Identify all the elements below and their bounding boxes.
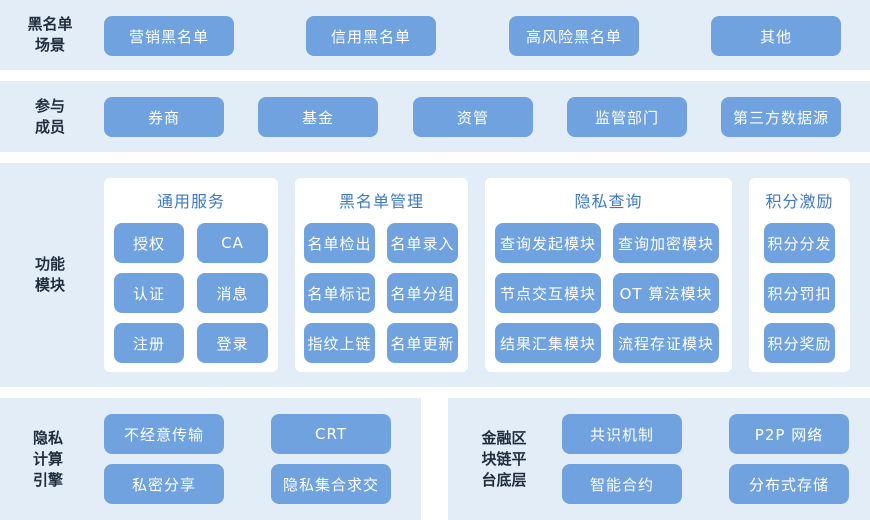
- chain-smart-contract[interactable]: 智能合约: [562, 464, 682, 504]
- scene-marketing-blacklist[interactable]: 营销黑名单: [104, 16, 234, 56]
- module-ca[interactable]: CA: [197, 223, 268, 263]
- member-row-label: 参与 成员: [34, 96, 65, 136]
- member-broker[interactable]: 券商: [104, 97, 224, 137]
- scene-other[interactable]: 其他: [711, 16, 841, 56]
- chain-p2p-network[interactable]: P2P 网络: [729, 414, 849, 454]
- module-row-label: 功能 模块: [34, 255, 65, 294]
- module-node-interaction[interactable]: 节点交互模块: [495, 273, 601, 313]
- scene-credit-blacklist[interactable]: 信用黑名单: [306, 16, 436, 56]
- module-message[interactable]: 消息: [197, 273, 268, 313]
- module-points-reward[interactable]: 积分奖励: [764, 323, 835, 363]
- module-authentication[interactable]: 认证: [114, 273, 184, 313]
- chain-distributed-storage[interactable]: 分布式存储: [729, 464, 849, 504]
- panel-private-query-title: 隐私查询: [574, 192, 643, 211]
- module-query-encryption[interactable]: 查询加密模块: [613, 223, 719, 263]
- engine-crt[interactable]: CRT: [271, 414, 391, 454]
- module-list-entry[interactable]: 名单录入: [387, 223, 458, 263]
- module-result-aggregation[interactable]: 结果汇集模块: [495, 323, 601, 363]
- panel-points-incentive-title: 积分激励: [765, 192, 834, 211]
- panel-common-services-title: 通用服务: [156, 192, 225, 211]
- module-list-grouping[interactable]: 名单分组: [387, 273, 458, 313]
- chain-base-row-label: 金融区 块链平 台底层: [481, 428, 527, 489]
- module-login[interactable]: 登录: [197, 323, 268, 363]
- module-ot-algorithm[interactable]: OT 算法模块: [613, 273, 719, 313]
- module-fingerprint-on-chain[interactable]: 指纹上链: [304, 323, 375, 363]
- member-third-party-data-source[interactable]: 第三方数据源: [721, 97, 841, 137]
- engine-private-set-intersection[interactable]: 隐私集合求交: [271, 464, 391, 504]
- module-query-initiation[interactable]: 查询发起模块: [495, 223, 601, 263]
- scene-row-label: 黑名单 场景: [27, 15, 73, 54]
- chain-consensus-mechanism[interactable]: 共识机制: [562, 414, 682, 454]
- engine-secret-sharing[interactable]: 私密分享: [104, 464, 224, 504]
- module-points-distribution[interactable]: 积分分发: [764, 223, 835, 263]
- panel-blacklist-management-title: 黑名单管理: [338, 192, 424, 211]
- module-list-update[interactable]: 名单更新: [387, 323, 458, 363]
- scene-high-risk-blacklist[interactable]: 高风险黑名单: [509, 16, 639, 56]
- module-list-marking[interactable]: 名单标记: [304, 273, 375, 313]
- module-points-deduction[interactable]: 积分罚扣: [764, 273, 835, 313]
- member-fund[interactable]: 基金: [258, 97, 378, 137]
- module-list-detection[interactable]: 名单检出: [304, 223, 375, 263]
- member-regulator[interactable]: 监管部门: [567, 97, 687, 137]
- module-process-notarization[interactable]: 流程存证模块: [613, 323, 719, 363]
- module-authorization[interactable]: 授权: [114, 223, 184, 263]
- privacy-engine-row-label: 隐私 计算 引擎: [32, 428, 63, 489]
- member-asset-management[interactable]: 资管: [413, 97, 533, 137]
- module-register[interactable]: 注册: [114, 323, 184, 363]
- engine-oblivious-transfer[interactable]: 不经意传输: [104, 414, 224, 454]
